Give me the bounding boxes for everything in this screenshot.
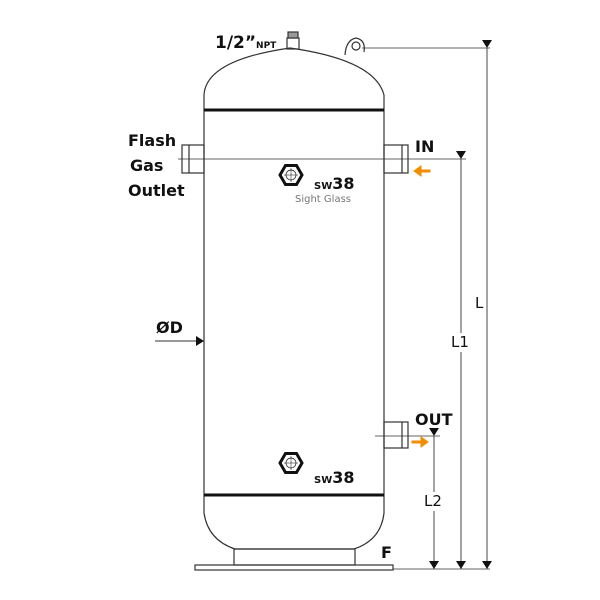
sight-glass-upper bbox=[278, 164, 304, 186]
sight-glass-label: Sight Glass bbox=[295, 194, 351, 205]
npt-label: 1/2”NPT bbox=[215, 35, 276, 52]
length2-label: L2 bbox=[424, 492, 442, 511]
sw-prefix: SW bbox=[314, 475, 333, 486]
length-label: L bbox=[475, 294, 484, 313]
sw-label-upper: SW38 bbox=[314, 176, 355, 192]
outlet-label: OUT bbox=[415, 410, 453, 429]
sw-size: 38 bbox=[332, 468, 355, 487]
label-line: Outlet bbox=[128, 181, 185, 200]
label-line: Gas bbox=[130, 156, 164, 175]
foot-label: F bbox=[381, 543, 392, 562]
outlet-nozzle bbox=[383, 421, 409, 449]
bottom-dome bbox=[203, 495, 385, 550]
sight-glass-lower bbox=[278, 452, 304, 474]
outlet-flow-arrow bbox=[411, 436, 429, 448]
top-dome bbox=[203, 47, 385, 110]
sw-prefix: SW bbox=[314, 181, 333, 192]
label-line: Flash bbox=[128, 131, 177, 150]
npt-unit: NPT bbox=[256, 41, 277, 51]
diameter-label: ØD bbox=[156, 318, 183, 337]
flash-gas-outlet-label: Flash Gas Outlet bbox=[128, 128, 185, 203]
npt-size: 1/2” bbox=[215, 33, 257, 53]
support-skirt bbox=[233, 548, 356, 566]
length1-label: L1 bbox=[451, 333, 469, 352]
inlet-flow-arrow bbox=[413, 165, 431, 177]
sw-label-lower: SW38 bbox=[314, 470, 355, 486]
base-plate bbox=[194, 564, 394, 571]
npt-fitting bbox=[286, 37, 300, 50]
inlet-label: IN bbox=[415, 137, 435, 156]
sw-size: 38 bbox=[332, 174, 355, 193]
lifting-lug bbox=[344, 37, 365, 56]
